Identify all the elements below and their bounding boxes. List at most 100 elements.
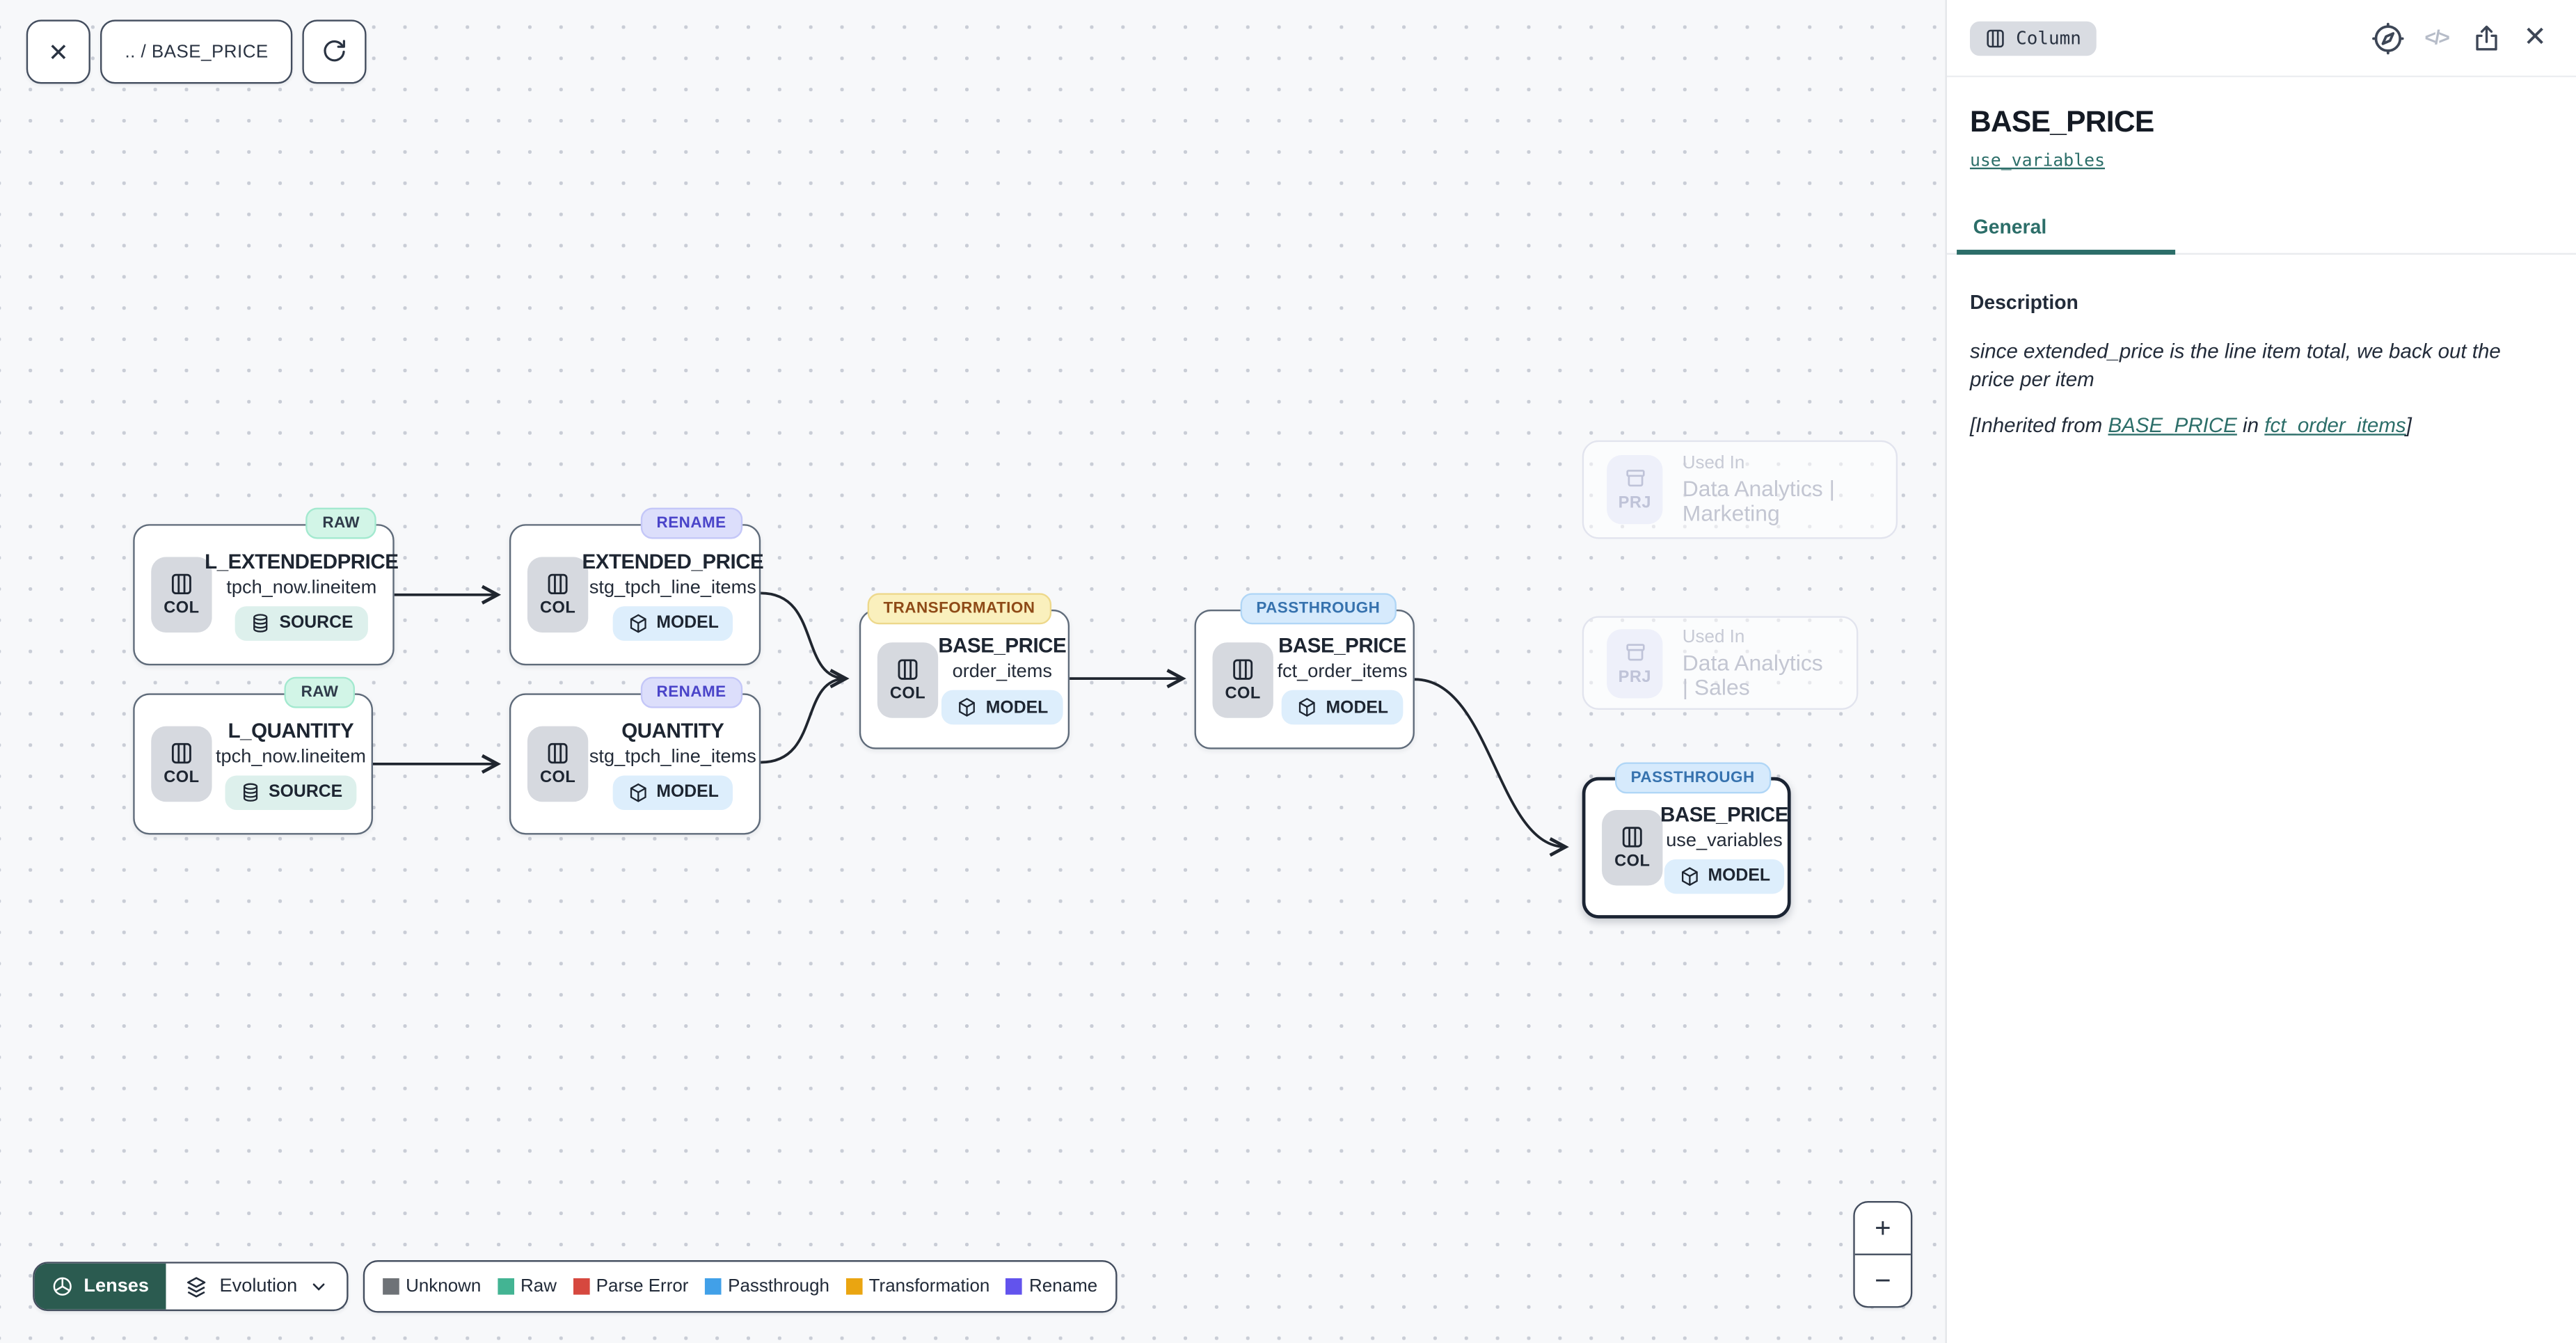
lineage-canvas[interactable]: ✕ .. / BASE_PRICE RAW COL L_EXTENDEDPRIC… <box>0 0 1946 1343</box>
node-subtitle: stg_tpch_line_items <box>589 577 756 598</box>
refresh-icon <box>324 40 346 62</box>
lineage-node-base-price-use-variables[interactable]: PASSTHROUGH COL BASE_PRICE use_variables… <box>1582 762 1791 919</box>
node-tag: RENAME <box>639 507 743 539</box>
close-icon: ✕ <box>47 38 69 67</box>
explore-lineage-button[interactable] <box>2369 19 2406 56</box>
source-badge: SOURCE <box>234 605 368 640</box>
details-panel: Column </> ✕ BASE_PRICE use_variables Ge… <box>1945 0 2576 1343</box>
cube-icon <box>629 782 646 802</box>
column-kind-badge: COL <box>1212 642 1273 717</box>
model-badge: MODEL <box>1281 690 1404 725</box>
close-lineage-button[interactable]: ✕ <box>26 19 90 84</box>
legend-item: Unknown <box>383 1277 481 1296</box>
node-subtitle: tpch_now.lineitem <box>216 747 366 767</box>
column-icon <box>548 573 568 595</box>
column-icon <box>548 742 568 764</box>
zoom-control: + − <box>1853 1200 1913 1308</box>
node-subtitle: use_variables <box>1666 830 1783 850</box>
project-kind-badge: PRJ <box>1607 455 1663 525</box>
inherited-model-link[interactable]: fct_order_items <box>2264 413 2406 436</box>
canvas-toolbar: ✕ .. / BASE_PRICE <box>26 19 367 84</box>
used-in-label: Used In <box>1682 626 1745 647</box>
lineage-node-l-extendedprice[interactable]: RAW COL L_EXTENDEDPRICE tpch_now.lineite… <box>133 507 399 666</box>
lineage-node-base-price-fct-order-items[interactable]: PASSTHROUGH COL BASE_PRICE fct_order_ite… <box>1194 593 1415 749</box>
model-badge: MODEL <box>612 605 734 640</box>
used-in-node-sales[interactable]: PRJ Used In Data Analytics | Sales <box>1582 616 1859 710</box>
lineage-node-l-quantity[interactable]: RAW COL L_QUANTITY tpch_now.lineitem SOU… <box>133 676 373 835</box>
edge <box>761 591 846 681</box>
node-tag: RAW <box>305 507 376 539</box>
node-tag: PASSTHROUGH <box>1239 593 1397 625</box>
tab-general[interactable]: General <box>1957 207 2176 255</box>
view-code-button[interactable]: </> <box>2419 19 2455 56</box>
cube-icon <box>1298 697 1315 717</box>
legend-item: Transformation <box>845 1277 989 1296</box>
database-icon <box>253 613 268 632</box>
node-tag: PASSTHROUGH <box>1614 762 1772 794</box>
cube-icon <box>1680 866 1697 885</box>
used-in-name: Data Analytics | Sales <box>1682 649 1823 699</box>
node-subtitle: fct_order_items <box>1277 662 1408 682</box>
project-icon <box>1625 470 1644 487</box>
cube-icon <box>959 697 976 717</box>
node-subtitle: tpch_now.lineitem <box>226 577 377 598</box>
legend-swatch <box>705 1278 722 1295</box>
node-tag: RENAME <box>639 676 743 708</box>
cube-icon <box>629 613 646 633</box>
panel-tabs: General <box>1946 207 2576 255</box>
description-text: since extended_price is the line item to… <box>1969 340 2501 392</box>
node-title: L_EXTENDEDPRICE <box>205 549 399 573</box>
lineage-node-base-price-order-items[interactable]: TRANSFORMATION COL BASE_PRICE order_item… <box>859 593 1070 749</box>
legend-swatch <box>845 1278 863 1295</box>
zoom-out-button[interactable]: − <box>1854 1253 1911 1307</box>
column-kind-badge: COL <box>877 642 939 717</box>
legend-swatch <box>573 1278 590 1295</box>
edge <box>1414 678 1569 857</box>
close-panel-button[interactable]: ✕ <box>2517 19 2553 56</box>
project-kind-badge: PRJ <box>1607 628 1663 698</box>
breadcrumb[interactable]: .. / BASE_PRICE <box>100 19 294 84</box>
inherited-from-note: [Inherited from BASE_PRICE in fct_order_… <box>1969 413 2412 436</box>
evolution-lens-dropdown[interactable]: Evolution <box>166 1264 347 1310</box>
column-icon <box>171 742 191 764</box>
lens-aperture-icon <box>53 1277 72 1296</box>
column-icon <box>1233 658 1253 679</box>
compass-icon <box>2371 22 2403 54</box>
description-label: Description <box>1969 290 2078 314</box>
used-in-node-marketing[interactable]: PRJ Used In Data Analytics | Marketing <box>1582 440 1898 539</box>
model-badge: MODEL <box>1663 858 1786 893</box>
node-title: BASE_PRICE <box>1278 634 1406 658</box>
share-icon <box>2475 24 2497 50</box>
details-panel-header: Column </> ✕ <box>1946 0 2576 77</box>
edge <box>761 669 850 764</box>
refresh-button[interactable] <box>303 19 367 84</box>
chevron-down-icon <box>312 1283 325 1291</box>
column-kind-badge: COL <box>1602 810 1663 886</box>
zoom-in-button[interactable]: + <box>1855 1202 1911 1253</box>
lineage-node-extended-price[interactable]: RENAME COL EXTENDED_PRICE stg_tpch_line_… <box>509 507 764 666</box>
node-title: BASE_PRICE <box>938 634 1067 658</box>
panel-title: BASE_PRICE <box>1969 105 2154 138</box>
plus-icon: + <box>1875 1211 1891 1243</box>
node-tag: RAW <box>285 676 355 708</box>
share-button[interactable] <box>2467 19 2504 56</box>
node-tag: TRANSFORMATION <box>866 593 1052 625</box>
project-icon <box>1625 643 1644 660</box>
node-title: QUANTITY <box>621 718 724 742</box>
minus-icon: − <box>1875 1264 1891 1296</box>
legend-swatch <box>1005 1278 1023 1295</box>
column-icon <box>1622 827 1642 848</box>
source-badge: SOURCE <box>224 774 358 809</box>
model-link[interactable]: use_variables <box>1969 151 2106 171</box>
column-icon <box>1987 29 2004 47</box>
node-subtitle: order_items <box>952 662 1052 682</box>
object-type-badge: Column <box>1969 20 2097 56</box>
edge-type-legend: Unknown Raw Parse Error Passthrough Tran… <box>363 1259 1118 1313</box>
lineage-node-quantity[interactable]: RENAME COL QUANTITY stg_tpch_line_items … <box>509 676 761 835</box>
legend-item: Parse Error <box>573 1277 688 1296</box>
lenses-button[interactable]: Lenses <box>34 1263 166 1310</box>
node-subtitle: stg_tpch_line_items <box>589 747 756 767</box>
model-badge: MODEL <box>941 690 1063 725</box>
inherited-column-link[interactable]: BASE_PRICE <box>2108 413 2237 436</box>
close-icon: ✕ <box>2523 21 2547 53</box>
